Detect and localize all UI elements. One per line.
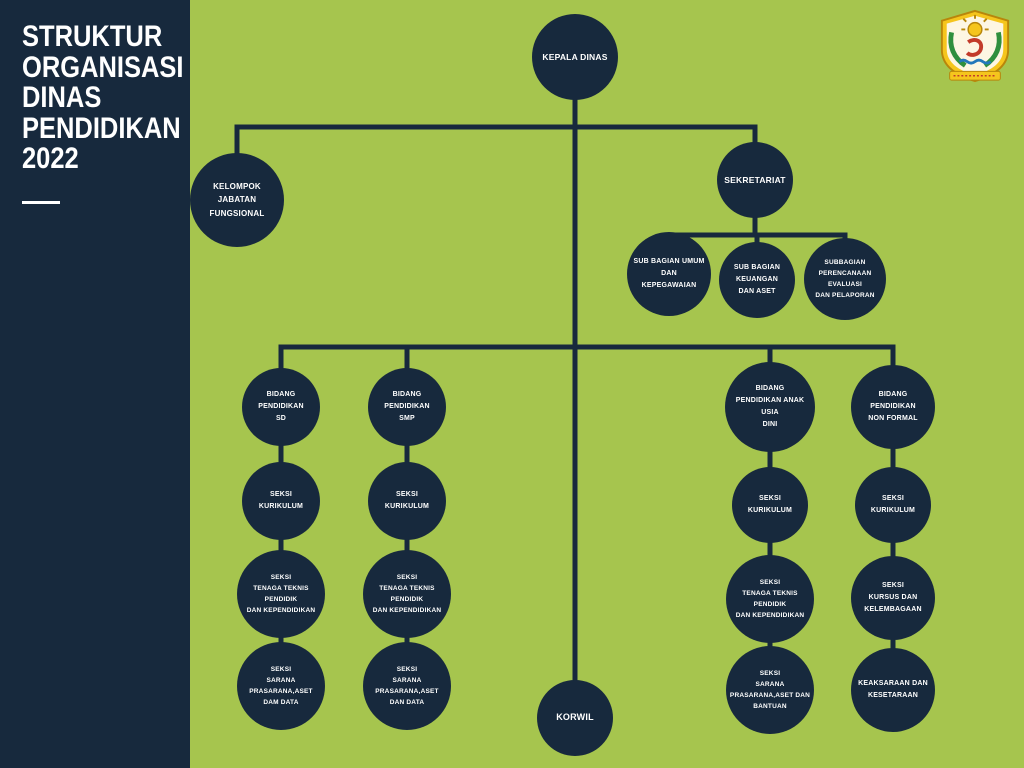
org-node-subbagian-perencanaan: SUBBAGIAN PERENCANAAN EVALUASI DAN PELAP… <box>804 238 886 320</box>
org-node-label: SUB BAGIAN KEUANGAN DAN ASET <box>733 264 781 295</box>
org-node-label: KEPALA DINAS <box>542 51 608 62</box>
org-node-label: SEKSI SARANA PRASARANA,ASET DAN BANTUAN <box>729 669 811 711</box>
org-node-nf-seksi-kurikulum: SEKSI KURIKULUM <box>855 467 931 543</box>
org-node-nf-keaksaraan: KEAKSARAAN DAN KESETARAAN <box>851 648 935 732</box>
org-node-label: SEKSI SARANA PRASARANA,ASET DAM DATA <box>249 665 313 707</box>
org-node-label: BIDANG PENDIDIKAN ANAK USIA DINI <box>735 385 805 428</box>
org-node-smp-seksi-tenaga-teknis: SEKSI TENAGA TEKNIS PENDIDIK DAN KEPENDI… <box>363 550 451 638</box>
org-node-label: KELOMPOK JABATAN FUNGSIONAL <box>209 181 265 218</box>
org-node-label: SUBBAGIAN PERENCANAAN EVALUASI DAN PELAP… <box>815 258 875 300</box>
org-node-label: SEKSI TENAGA TEKNIS PENDIDIK DAN KEPENDI… <box>372 573 442 615</box>
org-node-label: BIDANG PENDIDIKAN SMP <box>384 391 430 422</box>
org-node-label: SEKSI KURIKULUM <box>384 491 430 510</box>
org-node-label: SEKSI KURSUS DAN KELEMBAGAAN <box>864 582 922 613</box>
org-node-korwil: KORWIL <box>537 680 613 756</box>
org-node-nf-seksi-kursus: SEKSI KURSUS DAN KELEMBAGAAN <box>851 556 935 640</box>
title-panel: STRUKTUR ORGANISASI DINAS PENDIDIKAN 202… <box>0 0 190 768</box>
title-divider <box>22 200 60 204</box>
org-node-label: KEAKSARAAN DAN KESETARAAN <box>858 680 928 699</box>
org-node-paud-seksi-sarana: SEKSI SARANA PRASARANA,ASET DAN BANTUAN <box>726 646 814 734</box>
org-node-sekretariat: SEKRETARIAT <box>717 142 793 218</box>
regency-crest-logo <box>940 9 1010 83</box>
org-node-label: SEKSI TENAGA TEKNIS PENDIDIK DAN KEPENDI… <box>735 578 805 620</box>
org-node-label: SEKRETARIAT <box>724 174 786 185</box>
org-node-kepala-dinas: KEPALA DINAS <box>532 14 618 100</box>
org-node-sub-bagian-keuangan: SUB BAGIAN KEUANGAN DAN ASET <box>719 242 795 318</box>
org-node-bidang-sd: BIDANG PENDIDIKAN SD <box>242 368 320 446</box>
org-node-label: SUB BAGIAN UMUM DAN KEPEGAWAIAN <box>633 258 705 289</box>
org-node-label: SEKSI KURIKULUM <box>747 495 793 514</box>
org-node-label: BIDANG PENDIDIKAN SD <box>258 391 304 422</box>
org-node-label: BIDANG PENDIDIKAN NON FORMAL <box>868 391 918 422</box>
org-node-sub-bagian-umum: SUB BAGIAN UMUM DAN KEPEGAWAIAN <box>627 232 711 316</box>
org-node-sd-seksi-kurikulum: SEKSI KURIKULUM <box>242 462 320 540</box>
org-node-label: SEKSI KURIKULUM <box>870 495 916 514</box>
org-node-smp-seksi-kurikulum: SEKSI KURIKULUM <box>368 462 446 540</box>
org-node-bidang-smp: BIDANG PENDIDIKAN SMP <box>368 368 446 446</box>
org-node-paud-seksi-kurikulum: SEKSI KURIKULUM <box>732 467 808 543</box>
org-node-paud-seksi-tenaga-teknis: SEKSI TENAGA TEKNIS PENDIDIK DAN KEPENDI… <box>726 555 814 643</box>
org-node-kelompok-jabatan-fungsional: KELOMPOK JABATAN FUNGSIONAL <box>190 153 284 247</box>
org-node-bidang-non-formal: BIDANG PENDIDIKAN NON FORMAL <box>851 365 935 449</box>
org-node-sd-seksi-tenaga-teknis: SEKSI TENAGA TEKNIS PENDIDIK DAN KEPENDI… <box>237 550 325 638</box>
org-node-label: KORWIL <box>556 712 594 723</box>
org-node-smp-seksi-sarana: SEKSI SARANA PRASARANA,ASET DAN DATA <box>363 642 451 730</box>
poster-title: STRUKTUR ORGANISASI DINAS PENDIDIKAN 202… <box>22 20 184 176</box>
org-node-label: SEKSI KURIKULUM <box>258 491 304 510</box>
org-node-bidang-paud: BIDANG PENDIDIKAN ANAK USIA DINI <box>725 362 815 452</box>
org-node-label: SEKSI SARANA PRASARANA,ASET DAN DATA <box>375 665 439 707</box>
org-node-label: SEKSI TENAGA TEKNIS PENDIDIK DAN KEPENDI… <box>246 573 316 615</box>
org-node-sd-seksi-sarana: SEKSI SARANA PRASARANA,ASET DAM DATA <box>237 642 325 730</box>
